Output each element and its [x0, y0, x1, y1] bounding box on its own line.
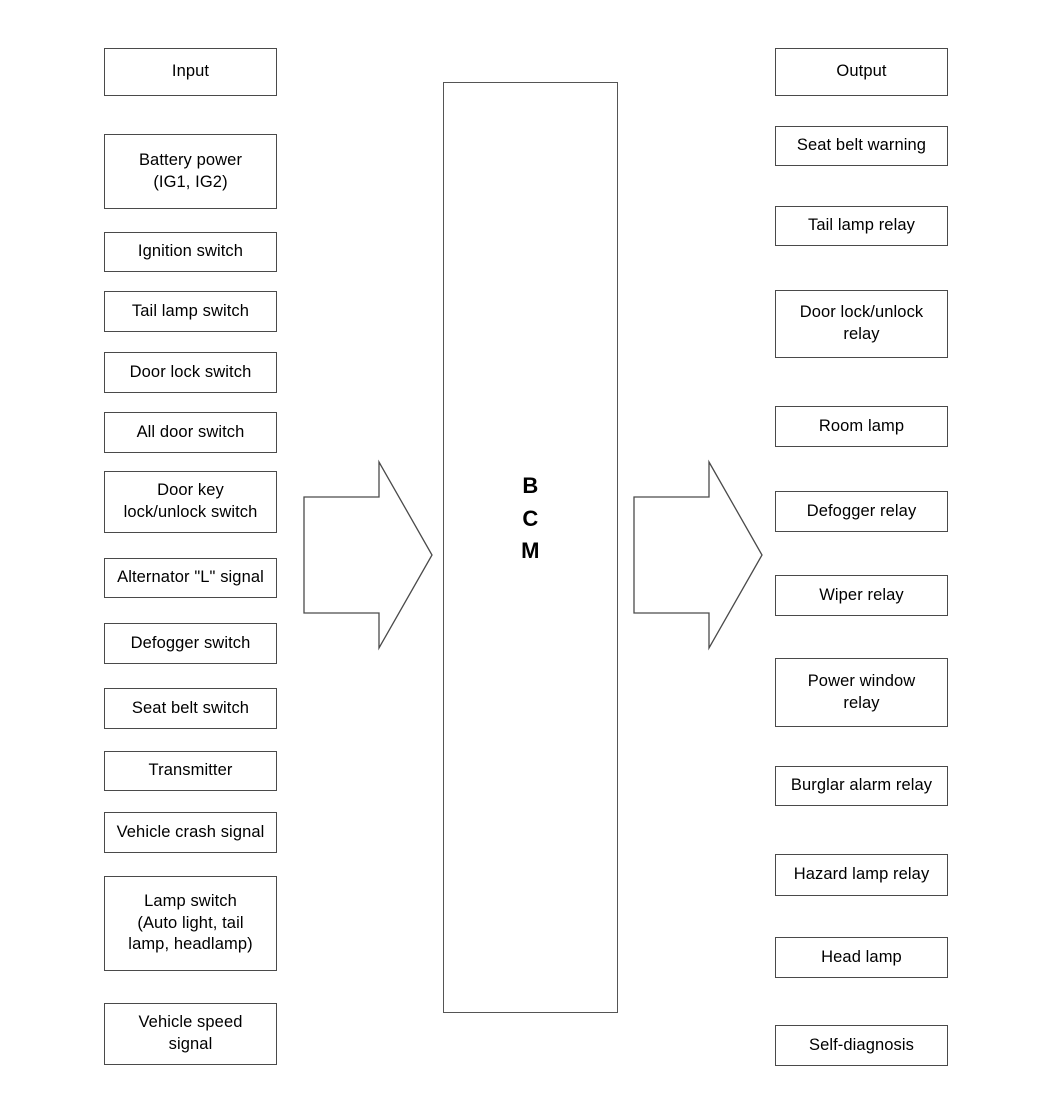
output-box-4: Defogger relay	[775, 491, 948, 532]
input-box-5: Door key lock/unlock switch	[104, 471, 277, 533]
output-box-5: Wiper relay	[775, 575, 948, 616]
input-box-4: All door switch	[104, 412, 277, 453]
input-box-11: Lamp switch (Auto light, tail lamp, head…	[104, 876, 277, 971]
input-arrow	[303, 459, 433, 651]
input-box-3: Door lock switch	[104, 352, 277, 393]
output-box-10: Self-diagnosis	[775, 1025, 948, 1066]
input-box-2: Tail lamp switch	[104, 291, 277, 332]
input-column-heading: Input	[104, 48, 277, 96]
input-box-9: Transmitter	[104, 751, 277, 791]
output-box-3: Room lamp	[775, 406, 948, 447]
input-box-10: Vehicle crash signal	[104, 812, 277, 853]
input-box-12: Vehicle speed signal	[104, 1003, 277, 1065]
input-box-8: Seat belt switch	[104, 688, 277, 729]
bcm-module-box	[443, 82, 618, 1013]
input-box-6: Alternator "L" signal	[104, 558, 277, 598]
output-box-1: Tail lamp relay	[775, 206, 948, 246]
input-box-7: Defogger switch	[104, 623, 277, 664]
output-box-2: Door lock/unlock relay	[775, 290, 948, 358]
output-arrow	[633, 459, 763, 651]
output-box-8: Hazard lamp relay	[775, 854, 948, 896]
output-box-6: Power window relay	[775, 658, 948, 727]
output-box-9: Head lamp	[775, 937, 948, 978]
output-box-0: Seat belt warning	[775, 126, 948, 166]
output-box-7: Burglar alarm relay	[775, 766, 948, 806]
input-box-1: Ignition switch	[104, 232, 277, 272]
input-box-0: Battery power (IG1, IG2)	[104, 134, 277, 209]
bcm-module-label: B C M	[521, 473, 540, 564]
output-column-heading: Output	[775, 48, 948, 96]
